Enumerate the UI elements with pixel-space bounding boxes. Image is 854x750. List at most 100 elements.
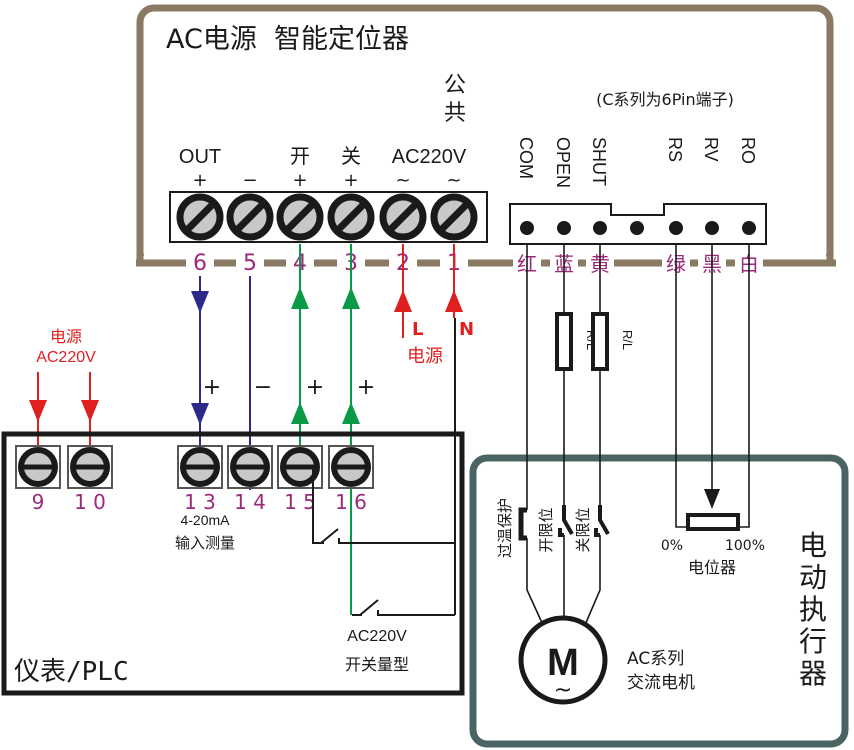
motor-label: 交流电机 [627, 673, 695, 693]
pin-label-com: COM [516, 137, 536, 179]
motor-circle [518, 615, 608, 705]
close-limit-contact [594, 505, 610, 537]
arrow-down-icon [29, 400, 47, 422]
terminal-screw-5[interactable] [226, 193, 274, 241]
motor-tilde: ~ [554, 678, 572, 703]
arrow-up-icon [291, 287, 309, 309]
terminal-sign-4: + [343, 170, 358, 191]
motor: M ~ [518, 615, 608, 705]
plc-terminal-number-10: 1 0 [74, 490, 106, 514]
terminal-sign-2: − [242, 170, 257, 191]
plc-power-label: 电源 [50, 327, 82, 346]
actuator-wires [526, 244, 750, 626]
plc-terminal-14[interactable] [227, 445, 273, 489]
connector-pin-2[interactable] [557, 221, 571, 235]
plc-power-voltage: AC220V [36, 349, 96, 366]
arrow-down-icon [191, 291, 209, 313]
series-note: (C系列为6Pin端子) [596, 90, 734, 109]
plc-title: 仪表/PLC [14, 657, 129, 687]
actuator-title-char-1: 电 [799, 529, 827, 562]
plc-terminal-number-14: 1 4 [234, 490, 266, 514]
terminal-screw-2[interactable] [379, 193, 427, 241]
motor-series: AC系列 [627, 649, 684, 669]
plc-terminal-number-16: 1 6 [335, 490, 367, 514]
terminal-screw-1[interactable] [430, 193, 478, 241]
terminal-screw-6[interactable] [176, 193, 224, 241]
pin-label-rv: RV [701, 137, 721, 162]
power-L-label: L [412, 319, 423, 340]
terminal-name-3: 开 [290, 144, 310, 168]
arrow-up-icon [394, 290, 412, 312]
power-N-label: N [459, 319, 474, 340]
signal-sign-3: + [306, 375, 324, 400]
arrow-up-icon [342, 287, 360, 309]
close-limit-label: 关限位 [574, 507, 592, 552]
plc-terminal-13[interactable] [177, 445, 223, 489]
potentiometer [686, 489, 740, 531]
signal-sign-4: + [357, 375, 375, 400]
terminal-screw-3[interactable] [327, 193, 375, 241]
actuator-title-char-4: 行 [799, 625, 827, 658]
signal-sign-1: + [203, 375, 221, 400]
pot-label: 电位器 [688, 558, 736, 577]
open-limit-contact [558, 505, 574, 537]
pin-label-shut: SHUT [589, 137, 609, 186]
plc-terminal-15[interactable] [277, 445, 323, 489]
overheat-label: 过温保护 [496, 498, 514, 558]
plc-terminal-number-13: 1 3 [184, 490, 216, 514]
positioner-title: AC电源 智能定位器 [166, 24, 409, 55]
plc-terminal-10[interactable] [67, 445, 113, 489]
terminal-name-1: OUT [179, 146, 221, 168]
overheat-contact [518, 507, 527, 541]
connector-pin-7[interactable] [742, 221, 756, 235]
actuator-title-char-5: 器 [799, 657, 827, 690]
power-label: 电源 [407, 346, 443, 367]
open-limit-label: 开限位 [537, 507, 555, 552]
arrow-down-icon [191, 403, 209, 425]
plc-box [1, 431, 465, 696]
terminal-number-5: 5 [243, 251, 257, 276]
pin-label-ro: RO [738, 137, 758, 164]
terminal-number-6: 6 [193, 251, 207, 276]
switch-close [352, 599, 455, 616]
input-label: 输入测量 [175, 534, 235, 552]
connector-pin-5[interactable] [669, 221, 683, 235]
arrow-down-icon [81, 400, 99, 422]
connector-pin-6[interactable] [705, 221, 719, 235]
positioner-box [136, 4, 836, 272]
arrow-up-icon [291, 402, 309, 424]
wiper-arrow-icon [704, 489, 720, 509]
terminal-sign-3: + [292, 170, 307, 191]
plc-terminal-number-15: 1 5 [284, 490, 316, 514]
connector-pin-1[interactable] [520, 221, 534, 235]
switch-open [312, 466, 448, 544]
terminal-sign-6: ~ [446, 170, 461, 191]
arrow-up-icon [342, 402, 360, 424]
connector-pin-4[interactable] [630, 221, 644, 235]
pot-min-label: 0% [661, 538, 683, 554]
input-range: 4-20mA [180, 512, 230, 528]
resistor-close: R/L [591, 312, 635, 371]
connector-pin-3[interactable] [593, 221, 607, 235]
terminal-sign-1: + [192, 170, 207, 191]
actuator-title-char-2: 动 [799, 561, 827, 594]
motor-symbol: M [547, 642, 579, 684]
plc-terminal-9[interactable] [15, 445, 61, 489]
pin-label-rs: RS [665, 137, 685, 162]
terminal-name-4: 关 [341, 144, 361, 168]
switch-voltage: AC220V [347, 628, 407, 645]
pin-label-open: OPEN [553, 137, 573, 188]
common-label-2: 共 [444, 101, 466, 126]
actuator-title-char-3: 执 [799, 593, 827, 626]
terminal-screw-4[interactable] [276, 193, 324, 241]
plc-terminal-16[interactable] [328, 445, 374, 489]
terminal-sign-5: ~ [395, 170, 410, 191]
plc-terminal-number-9: 9 [32, 490, 45, 514]
signal-sign-2: − [254, 375, 272, 400]
positioner-bottom-dashed-border [136, 240, 836, 267]
switch-label: 开关量型 [345, 655, 409, 674]
actuator-box [469, 454, 849, 748]
common-label-1: 公 [444, 73, 466, 98]
arrow-up-icon [445, 290, 463, 312]
